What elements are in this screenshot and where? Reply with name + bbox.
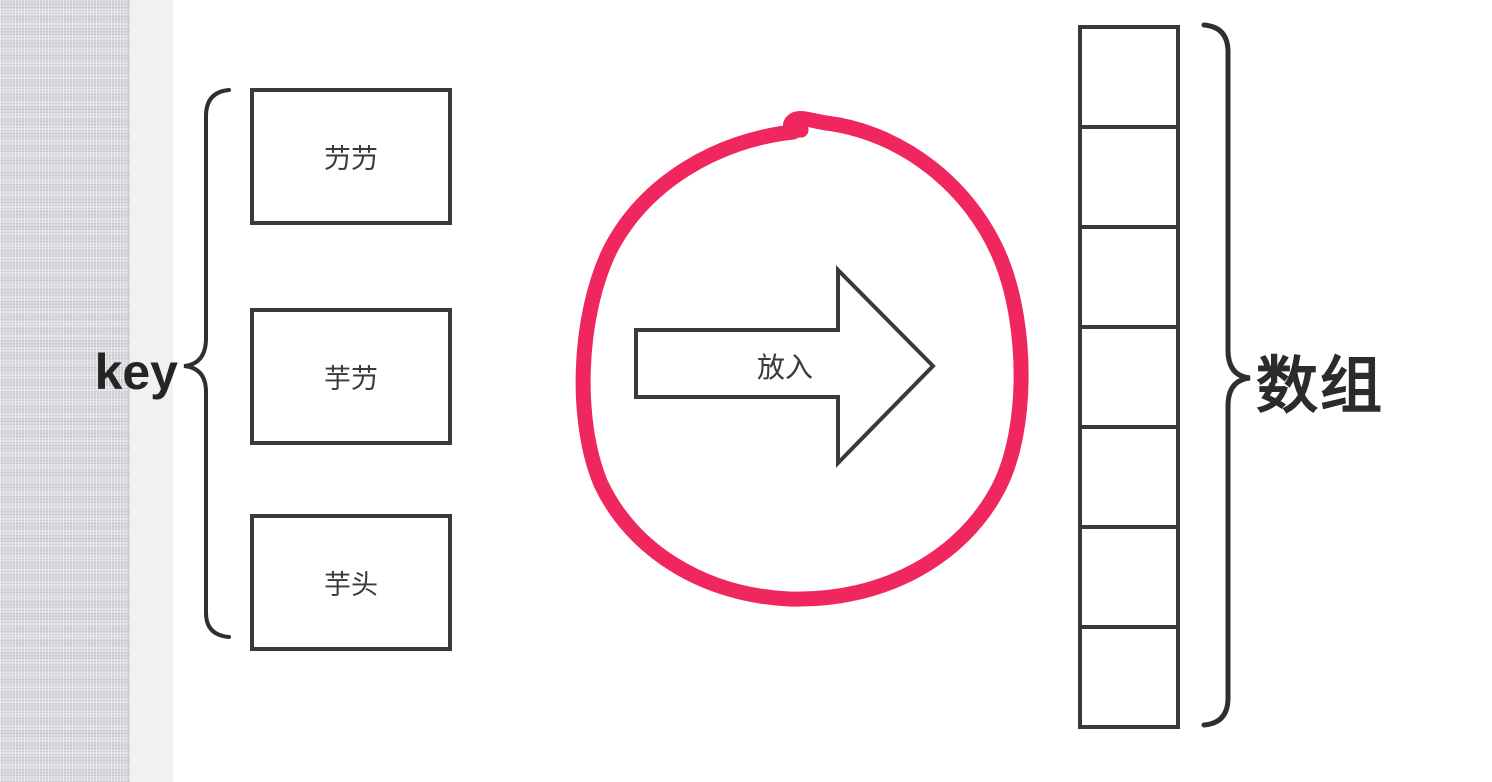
array-cell <box>1078 125 1180 229</box>
put-in-arrow-label: 放入 <box>756 352 813 383</box>
key-box: 芋头 <box>250 514 452 651</box>
key-box: 芋芀 <box>250 308 452 445</box>
key-box-label: 芋芀 <box>324 364 378 394</box>
key-box-label: 芀芀 <box>324 144 378 174</box>
array-label: 数组 <box>1256 352 1385 421</box>
array-column <box>1078 25 1180 729</box>
array-cell <box>1078 325 1180 429</box>
array-cell <box>1078 525 1180 629</box>
key-label: key <box>94 344 178 400</box>
array-cell <box>1078 625 1180 729</box>
key-box-label: 芋头 <box>324 570 378 600</box>
array-cell <box>1078 425 1180 529</box>
left-texture-strip <box>0 0 130 782</box>
key-box: 芀芀 <box>250 88 452 225</box>
left-inner-strip <box>130 0 173 782</box>
